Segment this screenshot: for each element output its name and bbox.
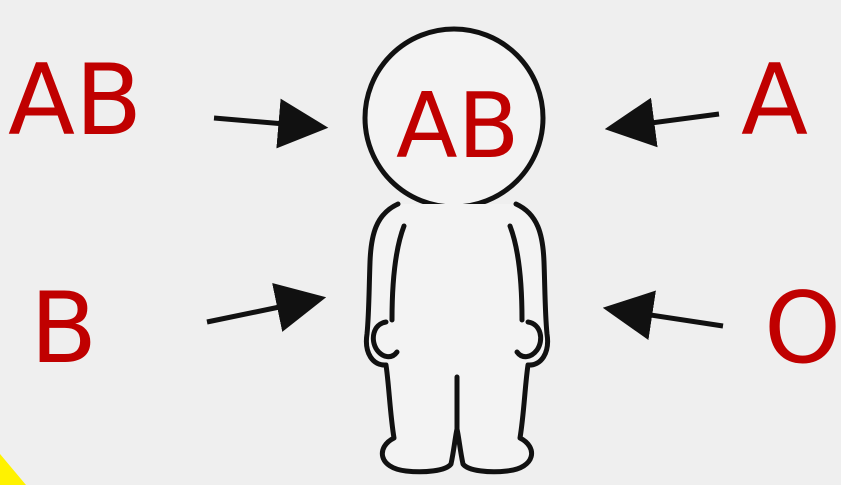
label-ab-left: AB xyxy=(8,52,142,150)
arrow-b-left xyxy=(207,299,318,322)
label-o-right: O xyxy=(764,280,841,378)
arrow-a-right xyxy=(613,114,719,128)
corner-highlight xyxy=(0,454,26,485)
label-b-left: B xyxy=(30,280,97,378)
body-outline xyxy=(366,204,547,472)
label-ab-center: AB xyxy=(396,82,519,172)
arrow-ab-left xyxy=(214,118,320,127)
arrow-o-right xyxy=(611,309,723,326)
label-a-right: A xyxy=(741,52,808,150)
